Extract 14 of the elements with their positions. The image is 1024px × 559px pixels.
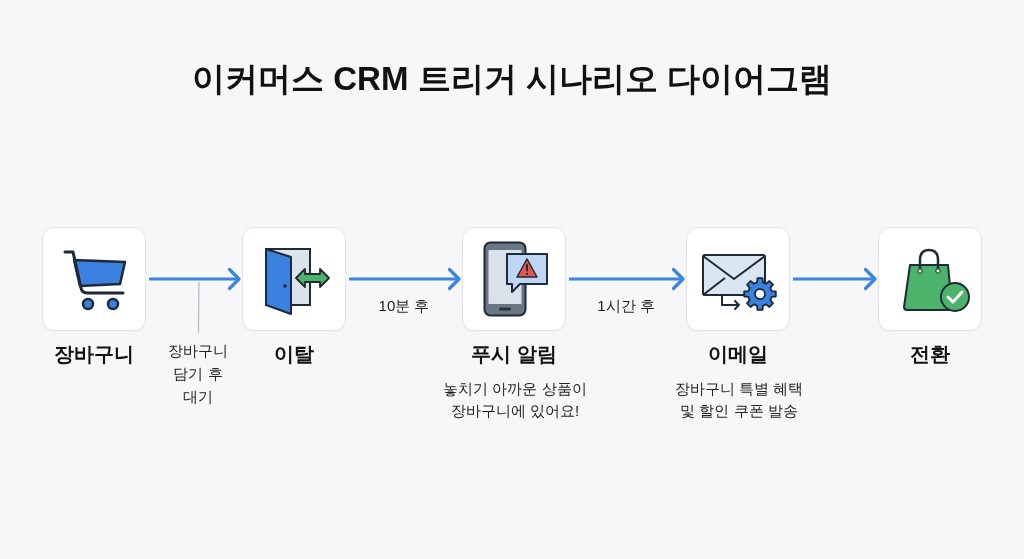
step-description: 놓치기 아까운 상품이 장바구니에 있어요! — [442, 379, 588, 421]
annotation-text: 장바구니 담기 후 대기 — [166, 339, 230, 408]
arrow — [349, 267, 461, 291]
arrow — [793, 267, 877, 291]
step-title: 이메일 — [708, 342, 768, 367]
step-title: 푸시 알림 — [471, 342, 557, 367]
step-title: 장바구니 — [54, 342, 134, 367]
arrow — [569, 267, 685, 291]
arrow — [149, 267, 241, 291]
step-title: 전환 — [910, 342, 950, 367]
diagram-title: 이커머스 CRM 트리거 시나리오 다이어그램 — [192, 59, 832, 99]
step-description: 장바구니 특별 혜택 및 할인 쿠폰 발송 — [673, 379, 805, 421]
step-title: 이탈 — [274, 342, 314, 367]
connector-line — [197, 281, 200, 334]
